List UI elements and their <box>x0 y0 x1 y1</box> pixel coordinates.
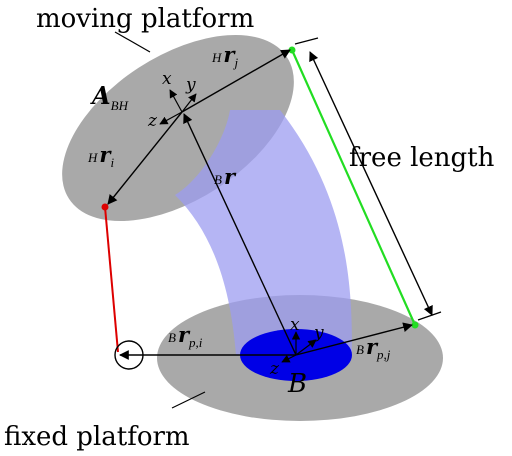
flexible-tube <box>175 110 352 355</box>
fixed-platform-callout <box>171 391 206 409</box>
free-length-label: free length <box>349 143 495 173</box>
joint-circle-marker <box>114 340 144 370</box>
fixed-platform-label: fixed platform <box>4 422 190 452</box>
red-leg-top-joint <box>101 203 109 211</box>
top-axis-x <box>169 89 183 113</box>
vector-H-ri <box>107 111 183 205</box>
moving-platform-label: moving platform <box>36 4 254 34</box>
vector-H-rj <box>181 49 291 113</box>
top-axis-y <box>181 93 197 113</box>
free-length-dimension <box>309 51 433 316</box>
free-length-tick-bottom <box>417 311 442 321</box>
label-frame-B: B <box>287 369 307 399</box>
red-leg <box>104 206 119 353</box>
label-A-BH: ABH <box>90 81 129 113</box>
vector-B-r <box>183 113 297 356</box>
label-top-y: y <box>185 75 196 95</box>
label-H-ri: Hri <box>87 142 114 170</box>
label-top-x: x <box>162 69 172 89</box>
moving-platform-callout <box>114 31 151 53</box>
label-top-z: z <box>147 111 158 131</box>
green-leg-bottom-joint <box>411 321 419 329</box>
label-bottom-x: x <box>290 315 300 335</box>
label-B-rpi: Brp,i <box>168 322 203 350</box>
vector-B-rpj <box>295 322 413 356</box>
label-H-rj: Hrj <box>211 42 238 70</box>
label-B-rpj: Brp,j <box>356 334 391 362</box>
label-B-r: Br <box>214 164 237 189</box>
top-axis-z <box>159 111 183 125</box>
label-bottom-z: z <box>269 359 280 379</box>
bottom-axis-y <box>295 339 317 356</box>
label-bottom-y: y <box>313 323 324 343</box>
bottom-axis-z <box>281 354 297 363</box>
free-length-tick-top <box>294 37 319 45</box>
